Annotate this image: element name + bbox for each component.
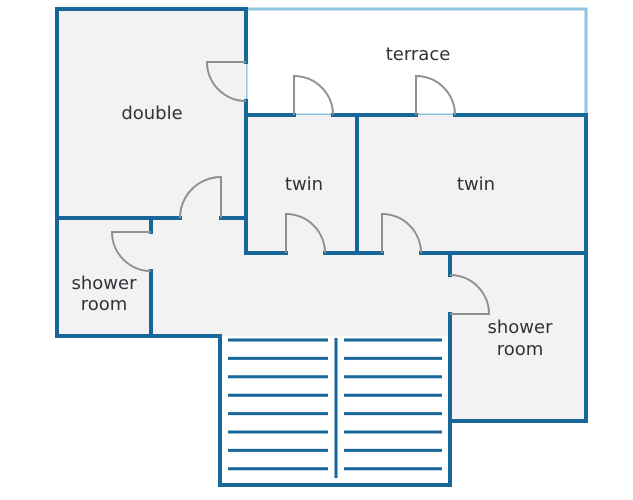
door-shower-right: [449, 274, 491, 315]
double-label: double: [121, 103, 182, 124]
shower-room-left-label-line2: room: [81, 294, 128, 315]
terrace-label: terrace: [386, 44, 451, 65]
walls: [55, 7, 588, 487]
stair-steps: [228, 338, 442, 471]
double-room: [57, 9, 246, 218]
shower-room-right-label-line1: shower: [488, 317, 554, 338]
floor-fills: [57, 9, 586, 421]
door-shower-left: [110, 231, 152, 272]
doors: [110, 61, 491, 315]
shower-room-left: [57, 218, 151, 336]
door-twin-large-hall: [381, 212, 422, 254]
room-labels: terrace double twin twin shower room sho…: [72, 44, 554, 360]
twin-small-label: twin: [285, 174, 323, 195]
staircase: [220, 336, 450, 485]
shower-room-right-label-line2: room: [497, 339, 544, 360]
door-double-hall: [179, 175, 222, 219]
door-twin-small-hall: [285, 212, 326, 254]
twin-large-label: twin: [457, 174, 495, 195]
shower-room-left-label-line1: shower: [72, 273, 138, 294]
hallway: [151, 218, 450, 336]
door-twin-large-terrace: [415, 74, 456, 116]
door-twin-small-terrace: [293, 74, 334, 116]
door-double-terrace: [205, 61, 247, 102]
